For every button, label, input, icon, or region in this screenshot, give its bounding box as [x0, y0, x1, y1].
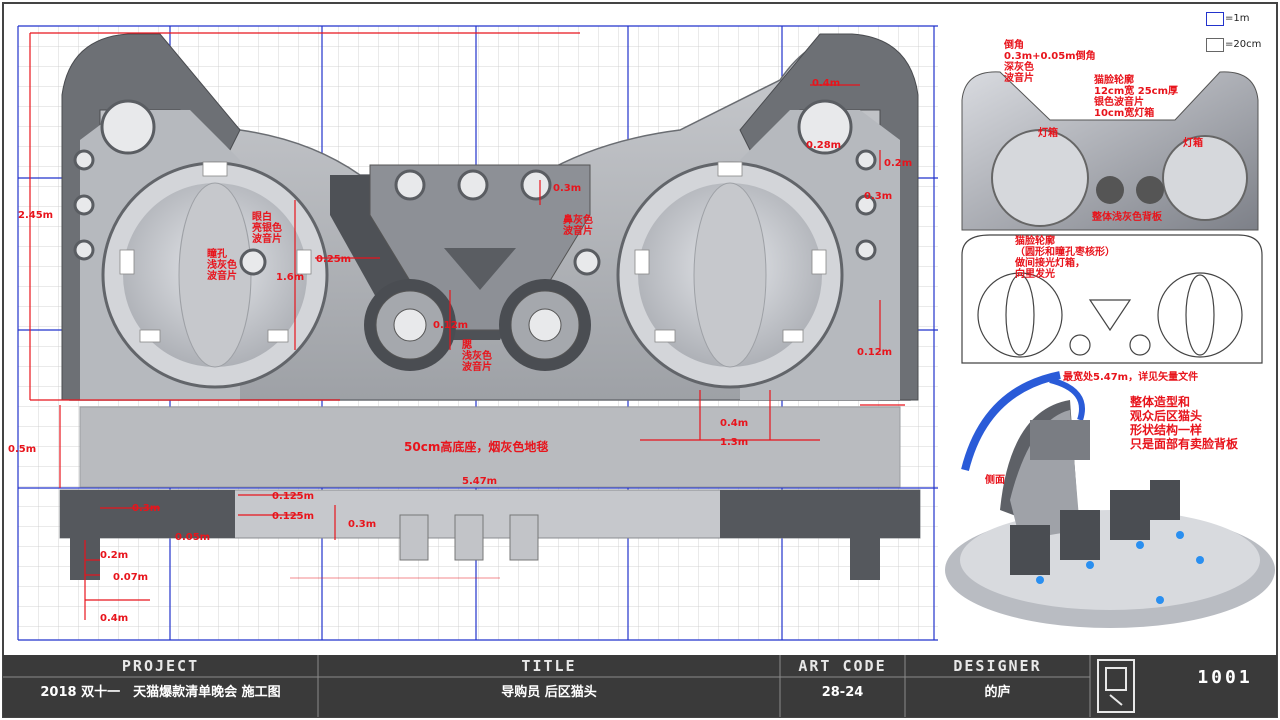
project-value: 2018 双十一 天猫爆款清单晚会 施工图	[40, 685, 281, 700]
render-outline	[961, 234, 1263, 364]
note-face-outline: 猫脸轮廓 12cm宽 25cm厚 银色波音片 10cm宽灯箱	[1094, 75, 1179, 119]
legend-minor-swatch	[1206, 38, 1224, 52]
dim-label: 0.25m	[316, 254, 352, 265]
note-cheek: 腮 浅灰色 波音片	[462, 340, 492, 373]
note-outline: 猫脸轮廓 （圆形和瞳孔枣核形） 做间接光灯箱， 向里发光	[1015, 236, 1115, 280]
header-title: TITLE	[521, 657, 577, 675]
dim-label: 0.07m	[113, 572, 149, 583]
dim-label: 0.12m	[857, 347, 893, 358]
note-back-panel: 整体浅灰色背板	[1092, 212, 1162, 223]
render-top	[961, 71, 1259, 231]
dim-label: 2.45m	[18, 210, 54, 221]
art-code-value: 28-24	[821, 685, 864, 700]
legend-minor-label: =20cm	[1225, 39, 1262, 50]
title-block-bg	[3, 655, 1277, 717]
note-widest: 最宽处5.47m，详见矢量文件	[1063, 372, 1199, 383]
note-base: 50cm高底座，烟灰色地毯	[404, 440, 549, 454]
dim-label: 0.4m	[100, 613, 129, 624]
dim-label: 0.3m	[864, 191, 893, 202]
dim-label: 0.3m	[132, 503, 161, 514]
legend-major-swatch	[1206, 12, 1224, 26]
note-lightbox-right: 灯箱	[1183, 138, 1203, 149]
dim-label: 0.2m	[884, 158, 913, 169]
dim-label: 0.28m	[806, 140, 842, 151]
designer-value: 的庐	[984, 685, 1011, 700]
dimension-lines	[29, 32, 905, 620]
render-perspective	[945, 371, 1275, 628]
note-eye-white: 眼白 亮银色 波音片	[252, 212, 282, 245]
page-number: 1001	[1197, 667, 1253, 688]
note-overall: 整体造型和 观众后区猫头 形状结构一样 只是面部有卖脸背板	[1130, 395, 1239, 451]
note-side: 侧面	[985, 475, 1005, 486]
dim-label: 0.4m	[812, 78, 841, 89]
header-art-code: ART CODE	[798, 657, 887, 675]
dim-label: 1.3m	[720, 437, 749, 448]
header-project: PROJECT	[121, 657, 200, 675]
front-elevation	[59, 33, 921, 580]
dim-label: 0.5m	[8, 444, 37, 455]
legend-major-label: =1m	[1225, 13, 1250, 24]
dim-label: 5.47m	[462, 476, 498, 487]
dim-label: 0.125m	[272, 511, 315, 522]
dim-label: 0.3m	[553, 183, 582, 194]
dim-label: 0.05m	[175, 532, 211, 543]
dim-label: 0.2m	[100, 550, 129, 561]
note-nose: 鼻灰色 波音片	[563, 215, 593, 237]
header-designer: DESIGNER	[953, 657, 1042, 675]
dim-label: 0.3m	[348, 519, 377, 530]
dim-label: 0.125m	[272, 491, 315, 502]
note-lightbox-left: 灯箱	[1038, 128, 1058, 139]
dim-label: 1.6m	[276, 272, 305, 283]
title-value: 导购员 后区猫头	[501, 685, 597, 700]
dim-label: 0.4m	[720, 418, 749, 429]
dim-label: 0.12m	[433, 320, 469, 331]
note-bevel: 倒角 0.3m+0.05m倒角 深灰色 波音片	[1004, 40, 1096, 84]
note-pupil: 瞳孔 浅灰色 波音片	[207, 249, 237, 282]
